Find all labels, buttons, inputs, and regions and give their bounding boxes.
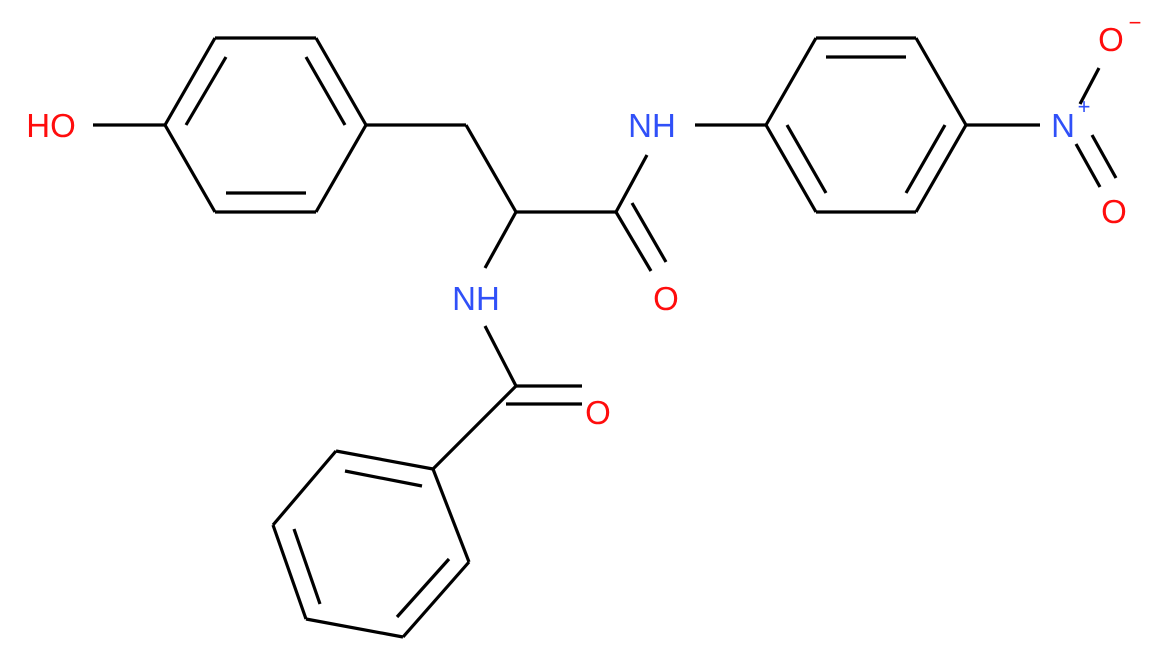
amide-nh-label: NH [628,107,676,144]
benzamide-nh-label: NH [452,280,500,317]
bond [914,124,968,213]
bond-inner [292,528,322,605]
bond-inner [184,56,228,126]
bond [335,449,434,471]
hydroxyl-label: HO [26,107,76,144]
bond [163,37,217,126]
nitro-nitrogen-charge: + [1078,94,1091,119]
bond [614,154,649,213]
bond [431,384,518,471]
bond [914,37,968,126]
nitro-oxygen-top-label: O [1098,21,1124,58]
bond [314,37,368,126]
bond [1090,134,1118,179]
bond [314,124,368,213]
bond-layer [93,36,1118,639]
bond [163,124,217,213]
nitro-oxygen-top-charge: − [1129,10,1142,35]
bond-inner [785,124,828,194]
bond [401,560,471,639]
nitro-nitrogen-label: N [1051,107,1075,144]
bond [764,37,818,126]
bond [764,124,818,213]
benzamide-oxygen-label: O [585,394,611,431]
bond [431,468,471,563]
amide-oxygen-label: O [653,280,679,317]
bond [1078,67,1101,105]
bond [614,211,653,272]
bond [630,202,668,263]
bond [483,325,518,387]
bond-inner [904,124,947,194]
bond-inner [395,557,451,619]
bond [1074,143,1102,188]
bond [464,124,518,213]
bond [483,211,518,269]
bond [271,449,338,527]
nitro-oxygen-bottom-label: O [1101,193,1127,230]
bond [305,617,404,639]
bond-inner [304,56,347,126]
label-layer: HO NH O NH O N + O − O [26,10,1141,431]
bond [271,524,308,620]
bond-inner [344,469,423,488]
